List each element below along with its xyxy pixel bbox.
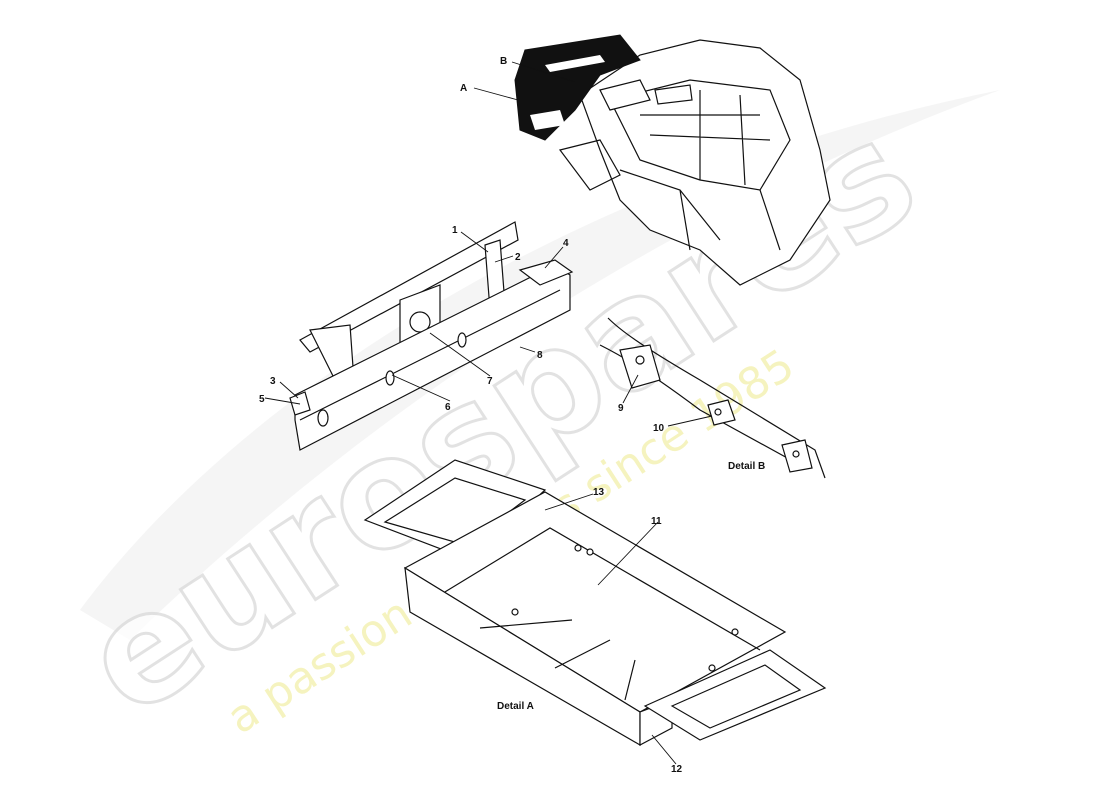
callout-B: B <box>500 56 507 67</box>
callout-2: 2 <box>515 252 521 263</box>
detail-a-floor-tray <box>363 459 827 747</box>
detail-b-rail <box>599 317 826 479</box>
callout-12: 12 <box>671 764 683 775</box>
detail-b-label: Detail B <box>728 461 765 472</box>
callout-7: 7 <box>487 376 493 387</box>
watermark-swoosh <box>80 90 1000 640</box>
callouts: A B 1 2 4 3 5 6 7 8 9 10 11 13 12 Detail… <box>259 56 765 775</box>
callout-1: 1 <box>452 225 458 236</box>
body-shell-overview <box>514 34 831 286</box>
callout-5: 5 <box>259 394 265 405</box>
callout-11: 11 <box>651 516 662 527</box>
rear-panel-assembly <box>289 221 574 451</box>
callout-13: 13 <box>593 487 605 498</box>
leader-lines <box>264 61 713 765</box>
callout-8: 8 <box>537 350 543 361</box>
callout-10: 10 <box>653 423 665 434</box>
callout-6: 6 <box>445 402 451 413</box>
callout-4: 4 <box>563 238 569 249</box>
callout-A: A <box>460 83 467 94</box>
detail-a-label: Detail A <box>497 701 534 712</box>
callout-3: 3 <box>270 376 276 387</box>
callout-9: 9 <box>618 403 624 414</box>
